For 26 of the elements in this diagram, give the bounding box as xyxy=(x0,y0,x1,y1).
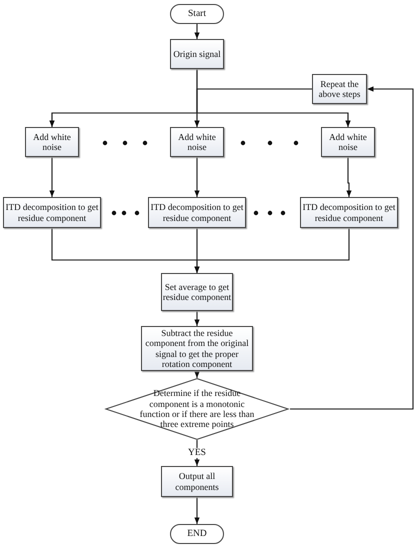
arrow xyxy=(194,157,200,197)
process-box: ITD decomposition to get residue component xyxy=(3,197,101,228)
decision-diamond: Determine if the residue component is a monotonic function or if there are less than three extreme points xyxy=(104,378,290,440)
process-box: Set average to get residue component xyxy=(161,273,233,311)
arrow xyxy=(194,228,350,273)
arrow xyxy=(194,440,200,466)
arrow xyxy=(194,24,200,39)
process-box: Output all components xyxy=(161,466,233,497)
process-box: Subtract the residue component from the original signal to get the proper rotation component xyxy=(141,326,253,371)
arrow xyxy=(346,157,352,197)
process-box: Repeat the above steps xyxy=(312,74,367,104)
arrow xyxy=(194,497,200,524)
process-box: ITD decomposition to get residue component xyxy=(148,197,246,228)
edge-label: YES xyxy=(187,448,207,458)
arrow xyxy=(290,86,414,410)
process-box: Add white noise xyxy=(25,127,79,157)
process-box: Origin signal xyxy=(170,39,224,69)
arrow xyxy=(196,88,351,127)
arrow xyxy=(49,157,55,197)
process-box: Add white noise xyxy=(321,127,375,157)
process-box: Add white noise xyxy=(170,127,224,157)
terminal-shape: Start xyxy=(170,4,224,24)
arrow xyxy=(194,371,200,378)
process-box: ITD decomposition to get residue component xyxy=(300,197,398,228)
terminal-shape: END xyxy=(170,524,224,544)
arrow xyxy=(194,311,200,326)
